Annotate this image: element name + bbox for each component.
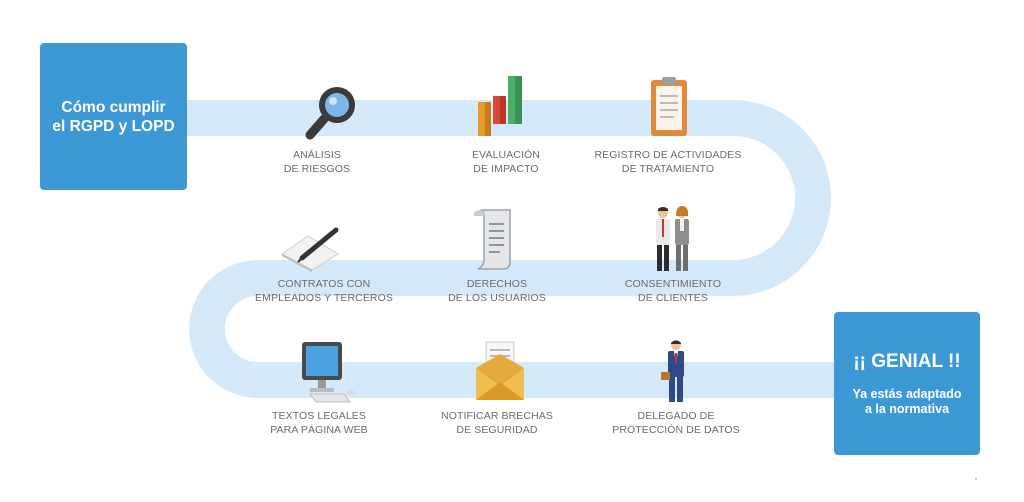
step-label-delegado: DELEGADO DE PROTECCIÓN DE DATOS — [612, 410, 740, 436]
businessman-icon — [661, 340, 684, 402]
envelope-icon — [476, 341, 524, 400]
stray-dot — [975, 478, 977, 480]
start-box: Cómo cumplir el RGPD y LOPD — [40, 43, 187, 190]
end-box: ¡¡ GENIAL !! Ya estás adaptado a la norm… — [834, 312, 980, 455]
step-label-notificar-brechas: NOTIFICAR BRECHAS DE SEGURIDAD — [441, 410, 553, 436]
computer-monitor-icon — [302, 342, 354, 403]
scroll-document-icon — [474, 209, 511, 270]
end-headline: ¡¡ GENIAL !! — [853, 350, 961, 372]
step-label-contratos: CONTRATOS CON EMPLEADOS Y TERCEROS — [255, 278, 393, 304]
step-label-derechos: DERECHOS DE LOS USUARIOS — [448, 278, 546, 304]
step-label-textos-legales: TEXTOS LEGALES PARA PÁGINA WEB — [270, 410, 368, 436]
magnifier-icon — [305, 87, 355, 140]
step-label-consentimiento: CONSENTIMIENTO DE CLIENTES — [624, 278, 722, 304]
pen-paper-icon — [281, 227, 339, 272]
bar-chart-icon — [478, 76, 522, 136]
clipboard-icon — [651, 77, 687, 136]
start-title: Cómo cumplir el RGPD y LOPD — [52, 98, 175, 135]
step-label-analisis-riesgos: ANÁLISIS DE RIESGOS — [283, 149, 351, 175]
people-icon — [656, 206, 689, 271]
step-label-registro-actividades: REGISTRO DE ACTIVIDADES DE TRATAMIENTO — [594, 149, 742, 175]
end-subtitle: Ya estás adaptado a la normativa — [852, 386, 962, 416]
step-label-evaluacion-impacto: EVALUACIÓN DE IMPACTO — [472, 149, 540, 175]
